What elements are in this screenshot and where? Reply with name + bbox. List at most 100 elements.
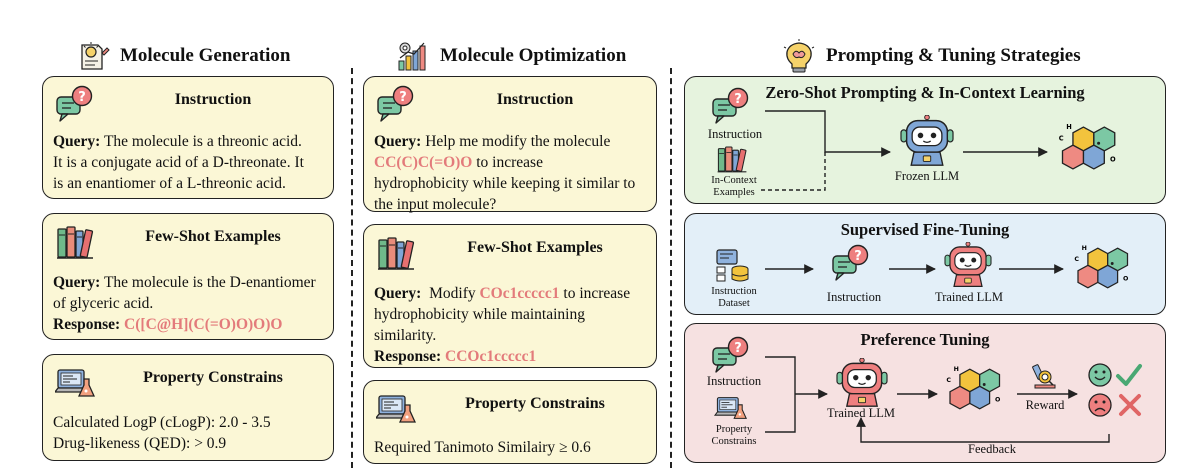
query-line: hydrophobicity while maintaining [374,306,585,323]
response-label: Response: [53,316,121,333]
feedback-label: Feedback [968,442,1016,456]
bar-chart-gear-icon [398,42,426,71]
constraint-line: Drug-likeness (QED): > 0.9 [53,435,227,452]
sft-flow [765,264,1064,274]
reward-label: Reward [1025,398,1065,412]
feedback-arrow [856,417,1110,443]
sft-panel: Supervised Fine-Tuning Instruction Datas… [684,213,1166,315]
books-icon [55,222,95,262]
column-divider [351,68,353,468]
query-line: similarity. [374,327,437,344]
cross-icon [1119,394,1141,416]
in-context-arrow [761,152,826,191]
label-line: Dataset [718,298,750,309]
column-divider [670,68,672,468]
card-title: Property Constrains [465,395,605,412]
example-text: Query: Modify COc1ccccc1 to increase hyd… [374,283,648,367]
laptop-flask-icon [55,363,95,403]
instruction-dataset-label: Instruction Dataset [697,286,771,310]
constraints-text: Required Tanimoto Similairy ≥ 0.6 [374,437,648,458]
molecule-icon [1053,119,1129,177]
query-line: to increase [559,285,631,302]
check-icon [1116,364,1142,386]
example-text: Query: The molecule is the D-enantiomer … [53,272,325,335]
card-title: Few-Shot Examples [467,239,603,256]
books-icon [715,143,749,175]
generation-instruction-card: Instruction Query: The molecule is a thr… [42,76,334,199]
database-icon [716,249,749,282]
card-title: Instruction [496,91,574,108]
label-line: Instruction [711,286,757,297]
card-title: Property Constrains [143,369,283,386]
strategies-title-text: Prompting & Tuning Strategies [826,45,1081,66]
query-line: of glyceric acid. [53,295,154,312]
optimization-instruction-card: Instruction Query: Help me modify the mo… [363,76,657,215]
robot-icon: .rf{fill:var(--rf)} [899,115,955,167]
query-line: hydrophobicity while keeping it similar … [374,175,636,192]
query-line: Modify [421,285,480,302]
robot-icon: .rf{fill:var(--rf)} [943,242,993,288]
generation-column-title: Molecule Generation [76,40,290,72]
input-bracket [765,356,796,433]
generation-few-shot-card: Few-Shot Examples Query: The molecule is… [42,213,334,340]
query-text: Query: The molecule is a threonic acid. … [53,131,325,194]
label-line: Constrains [711,436,757,447]
robot-icon: .rf{fill:var(--rf)} [835,358,889,408]
property-constraints-label: Property Constrains [695,424,773,448]
books-icon [376,233,416,273]
label-line: Property [715,424,753,435]
frozen-llm-label: Frozen LLM [894,169,960,183]
laptop-flask-icon [376,389,416,429]
brain-lightbulb-icon [783,39,815,73]
query-line: The molecule is a threonic acid. [100,133,302,150]
instruction-label: Instruction [707,127,763,141]
molecule-icon [941,360,1013,418]
document-lightbulb-icon [81,42,110,70]
trained-llm-label: Trained LLM [827,406,895,420]
query-label: Query: [53,133,101,150]
example-smiles: COc1ccccc1 [479,285,560,302]
laptop-flask-icon [713,392,749,424]
label-line: In-Context [711,175,757,186]
query-line: is an enantiomer of a L-threonic acid. [53,175,286,192]
preference-flow [765,356,1110,443]
optimization-title-text: Molecule Optimization [440,45,627,66]
optimization-constraints-card: Property Constrains Required Tanimoto Si… [363,380,657,464]
instruction-label: Instruction [706,374,762,388]
panel-title: Preference Tuning [860,330,990,349]
constraint-line: Calculated LogP (cLogP): 2.0 - 3.5 [53,414,271,431]
response-smiles: CCOc1ccccc1 [445,348,537,365]
strategies-column-title: Prompting & Tuning Strategies [782,39,1081,73]
molecule-icon [1069,240,1141,296]
query-label: Query: [53,274,101,291]
chat-question-icon [831,244,871,284]
microscope-icon [1032,364,1056,389]
label-line: Examples [713,187,755,198]
query-label: Query: [374,133,422,150]
chat-question-icon [711,87,751,127]
card-title: Instruction [174,91,252,108]
optimization-few-shot-card: Few-Shot Examples Query: Modify COc1cccc… [363,224,657,368]
zero-shot-panel: Zero-Shot Prompting & In-Context Learnin… [684,76,1166,204]
chat-question-icon [711,336,751,376]
query-line: the input molecule? [374,196,497,213]
query-label: Query: [374,285,422,302]
preference-panel: Preference Tuning Instruction Property C… [684,323,1166,463]
input-smiles: CC(C)C(=O)O [374,154,473,171]
smiley-face-icon [1088,363,1112,387]
optimization-column-title: Molecule Optimization [396,40,626,72]
query-line: Help me modify the molecule [421,133,611,150]
generation-title-text: Molecule Generation [120,45,291,66]
generation-constraints-card: Property Constrains Calculated LogP (cLo… [42,354,334,461]
chat-question-icon [376,85,416,125]
in-context-label: In-Context Examples [695,175,773,199]
sad-face-icon [1088,393,1112,417]
panel-title: Supervised Fine-Tuning [840,220,1010,239]
constraints-text: Calculated LogP (cLogP): 2.0 - 3.5 Drug-… [53,412,325,454]
zero-shot-flow [761,110,1048,191]
query-line: It is a conjugate acid of a D-threonate.… [53,154,304,171]
card-title: Few-Shot Examples [145,228,281,245]
query-text: Query: Help me modify the molecule CC(C)… [374,131,648,215]
instruction-arrow [765,110,891,157]
response-smiles: C([C@H](C(=O)O)O)O [124,316,283,333]
